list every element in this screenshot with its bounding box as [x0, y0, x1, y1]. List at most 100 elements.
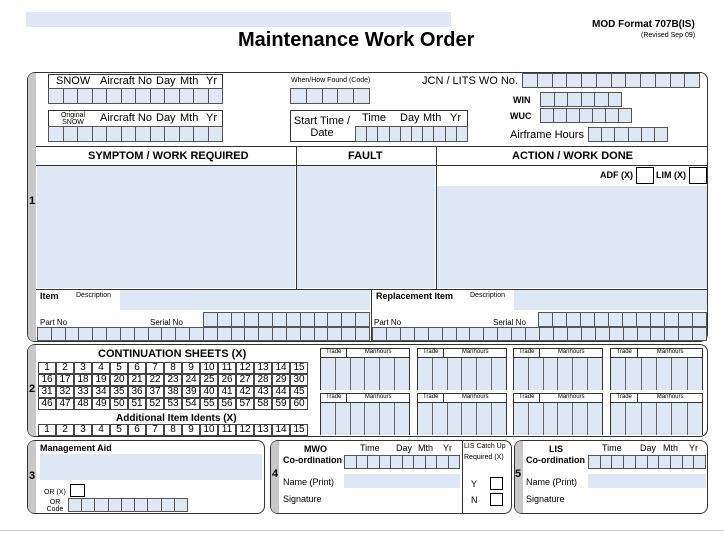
symptom-textarea[interactable] [37, 166, 295, 288]
cont-num[interactable]: 60 [290, 398, 308, 410]
add-num[interactable]: 15 [290, 424, 308, 436]
or-code-cells[interactable] [68, 498, 188, 512]
cont-num[interactable]: 2 [56, 362, 74, 374]
cont-num[interactable]: 32 [56, 386, 74, 398]
cont-num[interactable]: 27 [236, 374, 254, 386]
cont-num[interactable]: 15 [290, 362, 308, 374]
cont-num[interactable]: 36 [128, 386, 146, 398]
item-description-field[interactable] [120, 290, 370, 310]
cont-num[interactable]: 34 [92, 386, 110, 398]
cont-num[interactable]: 3 [74, 362, 92, 374]
cont-num[interactable]: 44 [272, 386, 290, 398]
mwo-name-field[interactable] [344, 474, 460, 488]
cont-num[interactable]: 12 [236, 362, 254, 374]
adf-checkbox[interactable] [636, 167, 654, 184]
jcn-cells[interactable] [522, 73, 700, 88]
cont-num[interactable]: 35 [110, 386, 128, 398]
header-blank-field[interactable] [26, 12, 451, 27]
add-num[interactable]: 13 [254, 424, 272, 436]
cont-num[interactable]: 19 [92, 374, 110, 386]
wuc-cells[interactable] [540, 108, 632, 123]
add-num[interactable]: 5 [110, 424, 128, 436]
start-time-cells[interactable] [355, 126, 468, 142]
part-no-cells[interactable] [37, 327, 370, 341]
serial-no-cells-top-2[interactable] [538, 312, 707, 327]
add-num[interactable]: 8 [164, 424, 182, 436]
mwo-time-cells[interactable] [344, 455, 460, 469]
add-num[interactable]: 7 [146, 424, 164, 436]
add-num[interactable]: 4 [92, 424, 110, 436]
cont-num[interactable]: 39 [182, 386, 200, 398]
add-num[interactable]: 2 [56, 424, 74, 436]
cont-num[interactable]: 18 [74, 374, 92, 386]
cont-num[interactable]: 31 [38, 386, 56, 398]
lis-name-field[interactable] [588, 474, 706, 488]
lis-time-cells[interactable] [588, 455, 706, 469]
add-num[interactable]: 10 [200, 424, 218, 436]
cont-num[interactable]: 33 [74, 386, 92, 398]
lim-checkbox[interactable] [689, 167, 707, 184]
cont-num[interactable]: 52 [146, 398, 164, 410]
cont-num[interactable]: 11 [218, 362, 236, 374]
cont-num[interactable]: 14 [272, 362, 290, 374]
part-no-cells-2[interactable] [372, 327, 707, 341]
cont-num[interactable]: 13 [254, 362, 272, 374]
cont-num[interactable]: 8 [164, 362, 182, 374]
cont-num[interactable]: 37 [146, 386, 164, 398]
cont-num[interactable]: 9 [182, 362, 200, 374]
cont-num[interactable]: 20 [110, 374, 128, 386]
cont-num[interactable]: 48 [74, 398, 92, 410]
add-num[interactable]: 11 [218, 424, 236, 436]
cont-num[interactable]: 58 [254, 398, 272, 410]
cont-num[interactable]: 57 [236, 398, 254, 410]
cont-num[interactable]: 22 [146, 374, 164, 386]
add-num[interactable]: 12 [236, 424, 254, 436]
cont-num[interactable]: 49 [92, 398, 110, 410]
cont-num[interactable]: 5 [110, 362, 128, 374]
cont-num[interactable]: 54 [182, 398, 200, 410]
lis-catch-up-no-checkbox[interactable] [490, 493, 503, 506]
action-textarea[interactable] [437, 186, 707, 288]
cont-num[interactable]: 10 [200, 362, 218, 374]
replacement-description-field[interactable] [514, 290, 707, 310]
cont-num[interactable]: 51 [128, 398, 146, 410]
cont-num[interactable]: 25 [200, 374, 218, 386]
cont-num[interactable]: 42 [236, 386, 254, 398]
cont-num[interactable]: 47 [56, 398, 74, 410]
cont-num[interactable]: 41 [218, 386, 236, 398]
cont-num[interactable]: 30 [290, 374, 308, 386]
airframe-hours-cells[interactable] [588, 127, 668, 142]
cont-num[interactable]: 6 [128, 362, 146, 374]
original-snow-input-cells[interactable] [48, 126, 223, 142]
snow-input-cells[interactable] [48, 88, 223, 104]
cont-num[interactable]: 55 [200, 398, 218, 410]
cont-num[interactable]: 16 [38, 374, 56, 386]
cont-num[interactable]: 50 [110, 398, 128, 410]
cont-num[interactable]: 45 [290, 386, 308, 398]
when-how-found-cells[interactable] [290, 88, 370, 104]
add-num[interactable]: 3 [74, 424, 92, 436]
add-num[interactable]: 9 [182, 424, 200, 436]
cont-num[interactable]: 24 [182, 374, 200, 386]
cont-num[interactable]: 7 [146, 362, 164, 374]
cont-num[interactable]: 4 [92, 362, 110, 374]
cont-num[interactable]: 17 [56, 374, 74, 386]
add-num[interactable]: 1 [38, 424, 56, 436]
cont-num[interactable]: 26 [218, 374, 236, 386]
cont-num[interactable]: 40 [200, 386, 218, 398]
or-checkbox[interactable] [70, 484, 85, 497]
lis-catch-up-yes-checkbox[interactable] [490, 477, 503, 490]
serial-no-cells-top[interactable] [203, 312, 370, 327]
add-num[interactable]: 14 [272, 424, 290, 436]
cont-num[interactable]: 23 [164, 374, 182, 386]
